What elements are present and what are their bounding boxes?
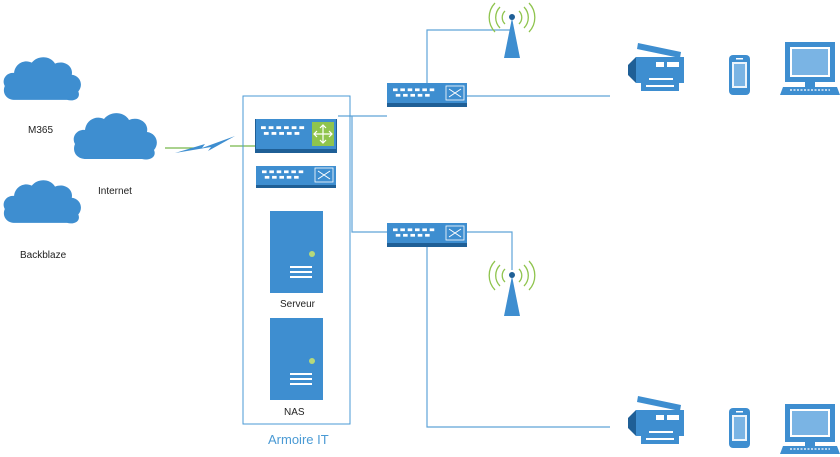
- wifi-access-point-icon: [488, 2, 536, 58]
- server-icon: [270, 211, 323, 293]
- switch-icon: [387, 223, 467, 247]
- desktop-computer-icon: [780, 404, 840, 454]
- label-cabinet: Armoire IT: [268, 432, 329, 447]
- wan-link: [165, 136, 256, 153]
- link-switch-top-to-ap1: [426, 29, 512, 83]
- label-backblaze: Backblaze: [20, 250, 67, 261]
- lightning-link-icon: [175, 136, 235, 153]
- cloud-icon: [73, 113, 157, 160]
- nas-icon: [270, 318, 323, 400]
- link-switch-bottom-to-ap2: [467, 231, 513, 270]
- printer-icon: [628, 43, 684, 91]
- smartphone-icon: [729, 408, 750, 448]
- connection-lines: [338, 29, 610, 428]
- switch-icon: [387, 83, 467, 107]
- label-internet: Internet: [98, 186, 132, 197]
- cloud-icon: [3, 57, 81, 101]
- smartphone-icon: [729, 55, 750, 95]
- desktop-computer-icon: [780, 42, 840, 95]
- printer-icon: [628, 396, 684, 444]
- it-cabinet: [242, 95, 351, 425]
- wifi-access-point-icon: [488, 260, 536, 316]
- link-router-backbone: [351, 116, 387, 233]
- router-icon: [255, 119, 337, 153]
- label-m365: M365: [28, 125, 53, 136]
- link-switch-bottom-to-devices: [426, 247, 610, 428]
- label-nas: NAS: [284, 407, 305, 418]
- cloud-icon: [3, 180, 81, 224]
- switch-icon: [256, 166, 336, 188]
- label-serveur: Serveur: [280, 299, 316, 310]
